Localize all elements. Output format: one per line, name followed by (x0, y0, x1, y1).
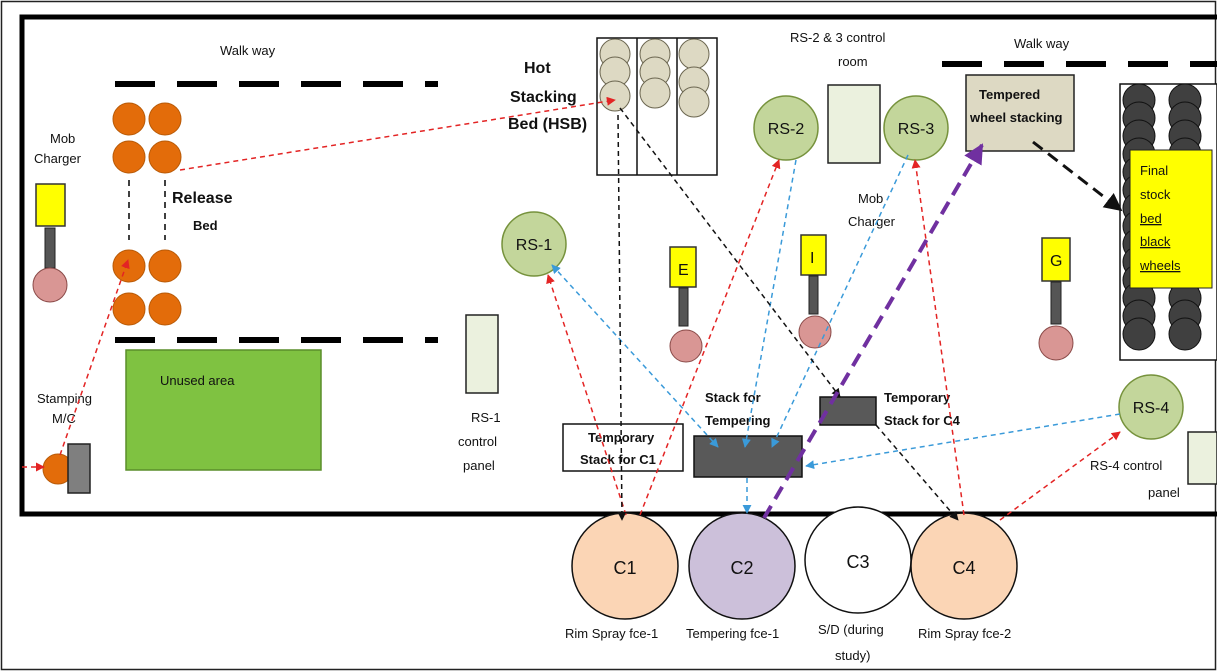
black-flow-paths (617, 107, 959, 521)
hsb-label-1: Hot (524, 60, 551, 77)
stamping-machine (67, 443, 91, 494)
mob-charger-mid-label-2: Charger (848, 214, 896, 229)
charger-i-label: I (810, 250, 814, 267)
final-label-4: black (1140, 234, 1171, 249)
control-room-label-2: room (838, 54, 868, 69)
charger-g-label: G (1050, 253, 1062, 270)
rs4-control-panel (1187, 431, 1217, 485)
station-rs4 (1118, 374, 1184, 440)
release-wheel (148, 140, 182, 174)
blue-flow-paths (551, 154, 1121, 514)
rs3-label: RS-3 (898, 121, 935, 138)
release-bed-wheels (112, 102, 182, 326)
mob-charger-left-label-2: Charger (34, 151, 82, 166)
release-bed-label: Bed (193, 218, 218, 233)
final-label-3: bed (1140, 211, 1162, 226)
release-wheel (148, 249, 182, 283)
c2-label: C2 (730, 558, 753, 578)
final-label-5: wheels (1139, 258, 1181, 273)
charger-i (798, 234, 832, 349)
rs1-control-panel (465, 314, 499, 394)
release-label: Release (172, 190, 233, 207)
stamping-label: Stamping (37, 391, 92, 406)
unused-area-label: Unused area (160, 373, 235, 388)
temporary-stack-c4 (819, 396, 877, 426)
mob-charger-left-body (35, 183, 66, 227)
c4-label: C4 (952, 558, 975, 578)
release-wheel (148, 292, 182, 326)
station-rs1 (501, 211, 567, 277)
station-rs2 (753, 95, 819, 161)
stack-for-tempering (693, 435, 803, 478)
walkway-label-left: Walk way (220, 43, 276, 58)
temp-c1-label-2: Stack for C1 (580, 452, 656, 467)
tempered-label-2: wheel stacking (969, 110, 1063, 125)
rs4-panel-label-2: panel (1148, 485, 1180, 500)
temp-c4-label-2: Stack for C4 (884, 413, 961, 428)
control-room (827, 84, 881, 164)
furnace-c2 (688, 512, 796, 620)
unused-area (125, 349, 322, 471)
stack-tempering-label-1: Stack for (705, 390, 761, 405)
tempered-label-1: Tempered (979, 87, 1040, 102)
rs4-label: RS-4 (1133, 400, 1170, 417)
rs1-panel-label-1: RS-1 (471, 410, 501, 425)
c1-label: C1 (613, 558, 636, 578)
final-stock-label-box (1129, 149, 1213, 289)
rs1-panel-label-3: panel (463, 458, 495, 473)
purple-flow-path (762, 143, 984, 520)
release-wheel (148, 102, 182, 136)
mob-charger-left-head (32, 267, 68, 303)
c1-caption: Rim Spray fce-1 (565, 626, 658, 641)
control-room-label: RS-2 & 3 control (790, 30, 885, 45)
final-label-1: Final (1140, 163, 1168, 178)
hsb-label-2: Stacking (510, 89, 577, 106)
mob-charger-left-stem (44, 227, 56, 269)
release-wheel (112, 102, 146, 136)
c4-caption: Rim Spray fce-2 (918, 626, 1011, 641)
tempered-wheel-stacking (965, 74, 1075, 152)
charger-e-label: E (678, 262, 689, 279)
rs1-panel-label-2: control (458, 434, 497, 449)
stack-tempering-label-2: Tempering (705, 413, 771, 428)
c2-caption: Tempering fce-1 (686, 626, 779, 641)
hsb-wheels (599, 38, 710, 118)
charger-g (1038, 237, 1074, 361)
rs2-label: RS-2 (768, 121, 805, 138)
final-label-2: stock (1140, 187, 1171, 202)
mob-charger-left-label: Mob (50, 131, 75, 146)
stamping-label-2: M/C (52, 411, 76, 426)
c3-caption-1: S/D (during (818, 622, 884, 637)
mob-charger-mid-label: Mob (858, 191, 883, 206)
walkway-label-right: Walk way (1014, 36, 1070, 51)
c3-caption-2: study) (835, 648, 870, 663)
release-wheel (112, 249, 146, 283)
temp-c4-label-1: Temporary (884, 390, 951, 405)
rs1-label: RS-1 (516, 237, 553, 254)
c3-label: C3 (846, 552, 869, 572)
rs4-panel-label-1: RS-4 control (1090, 458, 1162, 473)
release-wheel (112, 140, 146, 174)
hsb-label-3: Bed (HSB) (508, 116, 587, 133)
release-wheel (112, 292, 146, 326)
